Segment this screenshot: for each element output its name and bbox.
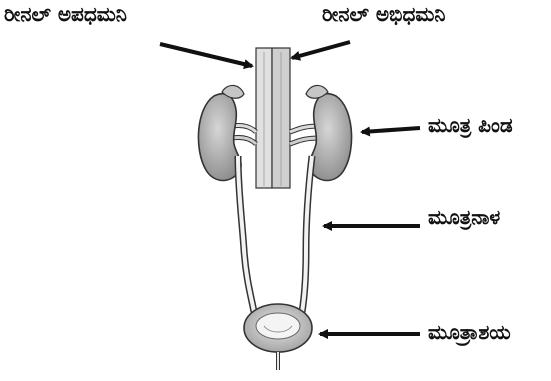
bladder <box>244 304 312 370</box>
label-ureter: ಮೂತ್ರನಾಳ <box>428 207 500 227</box>
arrow-renal-artery <box>292 42 350 58</box>
arrow-renal-vein <box>160 44 252 66</box>
label-renal-vein: ರೀನಲ್ ಅಪಧಮನಿ <box>4 4 127 24</box>
arrow-kidney <box>362 128 420 132</box>
label-bladder: ಮೂತ್ರಾಶಯ <box>428 322 511 342</box>
main-vessels <box>256 48 290 188</box>
label-renal-artery: ರೀನಲ್ ಅಭಿಧಮನಿ <box>322 4 446 24</box>
label-kidney: ಮೂತ್ರ ಪಿಂಡ <box>428 115 513 135</box>
